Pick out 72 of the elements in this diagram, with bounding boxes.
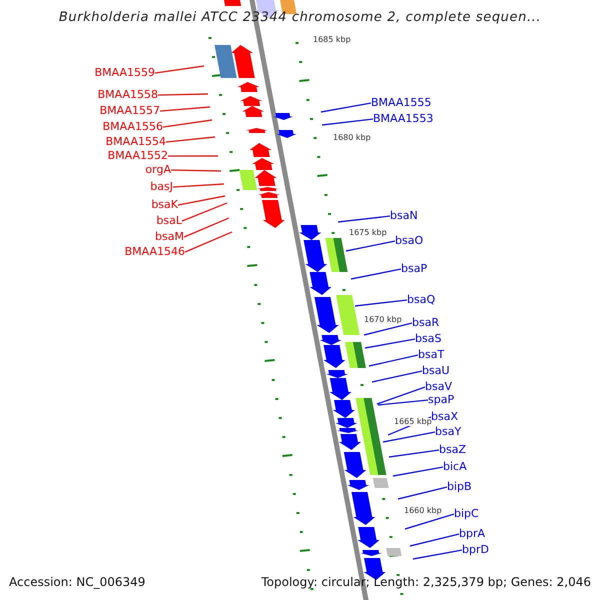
gene-label: bsaN bbox=[390, 210, 418, 221]
gene-label: BMAA1556 bbox=[102, 121, 163, 132]
gene-label: bsaX bbox=[431, 411, 458, 422]
leader-line bbox=[168, 155, 218, 157]
map-title: Burkholderia mallei ATCC 23344 chromosome 2, complete sequen... bbox=[58, 11, 542, 24]
gene-label: bsaS bbox=[415, 333, 442, 344]
leader-line bbox=[346, 240, 396, 252]
leader-line bbox=[178, 195, 226, 206]
leader-line bbox=[398, 486, 448, 500]
leader-line bbox=[166, 136, 216, 143]
gene-label: bsaP bbox=[401, 263, 428, 274]
gene-label: BMAA1559 bbox=[94, 67, 155, 78]
leader-line bbox=[364, 322, 412, 336]
leader-line bbox=[182, 202, 228, 222]
leader-line bbox=[170, 169, 222, 172]
leader-line bbox=[338, 215, 390, 223]
gene-label: bsaV bbox=[425, 381, 452, 392]
gene-label: basJ bbox=[150, 181, 173, 192]
leader-line bbox=[172, 183, 224, 188]
accession-text: Accession: NC_006349 bbox=[9, 576, 146, 588]
leader-line bbox=[322, 118, 374, 126]
leader-line bbox=[350, 268, 402, 280]
genome-summary-text: Topology: circular; Length: 2,325,379 bp; Genes: 2,046 bbox=[261, 576, 591, 588]
gene-label: BMAA1552 bbox=[108, 150, 168, 161]
gene-label: bipC bbox=[454, 508, 479, 519]
leader-line bbox=[376, 386, 426, 405]
leader-line bbox=[320, 102, 372, 113]
gene-label: bsaZ bbox=[439, 444, 466, 455]
leader-line bbox=[368, 354, 418, 367]
gene-label: bsaM bbox=[155, 231, 184, 242]
scale-label: 1660 kbp bbox=[404, 507, 442, 515]
gene-label: bipB bbox=[447, 481, 472, 492]
gene-label: BMAA1553 bbox=[373, 113, 434, 124]
leader-line bbox=[184, 231, 232, 253]
gene-label: BMAA1558 bbox=[98, 89, 158, 100]
leader-line bbox=[184, 217, 230, 238]
scale-label: 1680 kbp bbox=[333, 134, 371, 142]
leader-line bbox=[372, 370, 422, 383]
leader-line bbox=[392, 466, 444, 477]
gene-label: bsaO bbox=[395, 235, 424, 246]
scale-label: 1665 kbp bbox=[394, 418, 432, 426]
gene-label: bsaU bbox=[422, 365, 450, 376]
gene-label: bsaK bbox=[151, 199, 178, 210]
leader-line bbox=[354, 299, 408, 307]
gene-label: bsaL bbox=[156, 215, 182, 226]
leader-line bbox=[412, 549, 462, 560]
gene-label: BMAA1555 bbox=[371, 97, 432, 108]
gene-label: bprD bbox=[462, 544, 489, 555]
gene-label: orgA bbox=[145, 164, 171, 175]
gene-label: bsaT bbox=[418, 349, 444, 360]
leader-line bbox=[162, 119, 212, 128]
gene-label: BMAA1546 bbox=[124, 246, 185, 257]
gene-label: BMAA1557 bbox=[100, 105, 160, 116]
gene-label: bsaR bbox=[412, 317, 440, 328]
leader-line bbox=[382, 431, 436, 443]
leader-line bbox=[160, 106, 210, 112]
leader-line bbox=[154, 65, 204, 74]
leader-line bbox=[388, 449, 440, 458]
gene-label: BMAA1554 bbox=[106, 136, 166, 147]
scale-label: 1685 kbp bbox=[313, 36, 351, 44]
leader-line bbox=[378, 399, 428, 406]
gene-label: bicA bbox=[443, 461, 467, 472]
gene-label: bprA bbox=[459, 528, 486, 539]
leader-line bbox=[404, 513, 454, 530]
leader-line bbox=[410, 533, 460, 547]
leader-line bbox=[158, 93, 208, 96]
scale-label: 1675 kbp bbox=[349, 229, 387, 237]
leader-line bbox=[364, 338, 416, 349]
scale-label: 1670 kbp bbox=[364, 316, 402, 324]
gene-label: bsaY bbox=[435, 426, 462, 437]
gene-label: bsaQ bbox=[407, 294, 436, 305]
gene-label: spaP bbox=[428, 394, 454, 405]
